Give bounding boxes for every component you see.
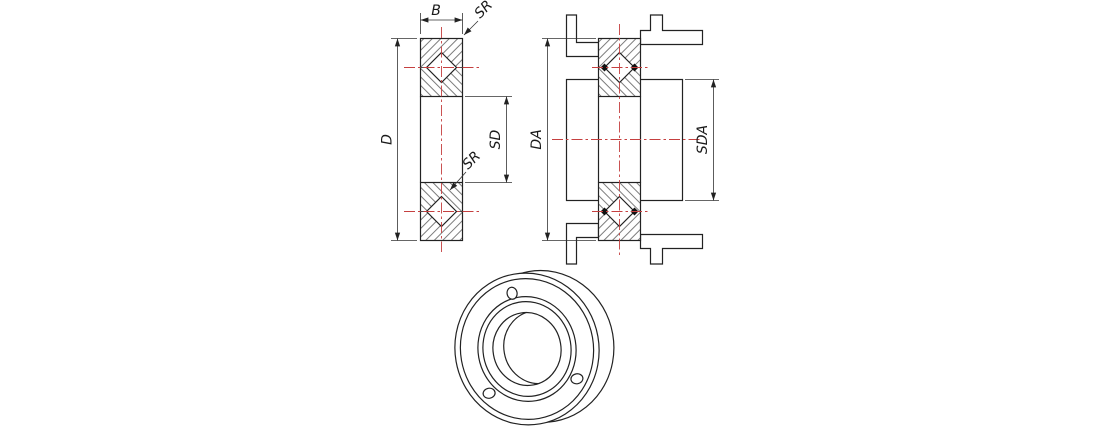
dimension-sda: SDA — [685, 79, 719, 201]
housing-top — [565, 14, 600, 58]
ring-chamfer-edge — [459, 278, 595, 420]
seal-mark — [600, 63, 609, 72]
front-section-view — [404, 27, 479, 252]
bolt-hole — [570, 373, 584, 385]
seal-mark — [600, 207, 609, 216]
face-step-outer — [477, 296, 577, 402]
perspective-view — [454, 269, 615, 426]
bolt-hole — [506, 286, 518, 300]
dimension-sd: SD — [465, 96, 512, 183]
label-b: B — [431, 3, 441, 19]
label-sr-outer: SR — [472, 0, 496, 22]
leader-line — [449, 171, 467, 191]
label-sr-inner: SR — [460, 148, 484, 172]
dimension-sr-inner: SR — [449, 148, 484, 191]
label-da: DA — [529, 129, 545, 149]
dimension-b: B — [420, 3, 463, 34]
mounted-section-view — [552, 14, 704, 265]
housing-bottom — [565, 222, 600, 265]
dimension-d: D — [380, 38, 417, 241]
bolt-hole — [482, 387, 496, 399]
dimension-sr-outer: SR — [463, 0, 496, 36]
label-sd: SD — [488, 129, 504, 149]
dimension-da: DA — [529, 38, 596, 241]
label-d: D — [380, 134, 396, 145]
face-step-inner — [482, 301, 572, 397]
label-sda: SDA — [695, 125, 711, 154]
clamp-flange-top — [639, 14, 704, 46]
clamp-flange-bottom — [639, 233, 704, 265]
leader-line — [463, 20, 479, 36]
